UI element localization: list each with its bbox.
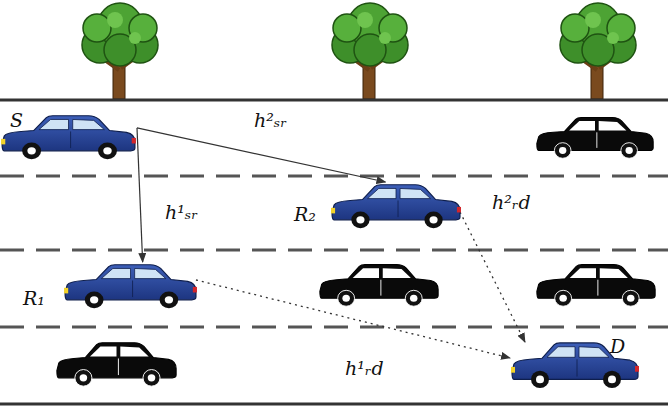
node-label: D	[610, 336, 625, 357]
vehicle-node: D	[510, 340, 640, 390]
car-shape	[330, 182, 462, 230]
channel-link	[460, 212, 525, 342]
node-label: R₂	[294, 204, 316, 225]
car-shape	[63, 262, 198, 310]
vehicle-node: S	[0, 113, 137, 161]
vehicle-node: R₂	[330, 182, 462, 230]
channel-label: h¹ₛᵣ	[163, 202, 200, 223]
channel-label: h¹ᵣd	[343, 358, 386, 379]
channel-link	[137, 128, 143, 262]
vehicle-node: R₁	[63, 262, 198, 310]
channel-link	[196, 280, 510, 358]
channel-label: h²ₛᵣ	[252, 110, 289, 131]
channel-label: h²ᵣd	[490, 192, 533, 213]
node-label: S	[10, 110, 23, 131]
channel-link	[137, 128, 385, 182]
node-label: R₁	[23, 288, 45, 309]
